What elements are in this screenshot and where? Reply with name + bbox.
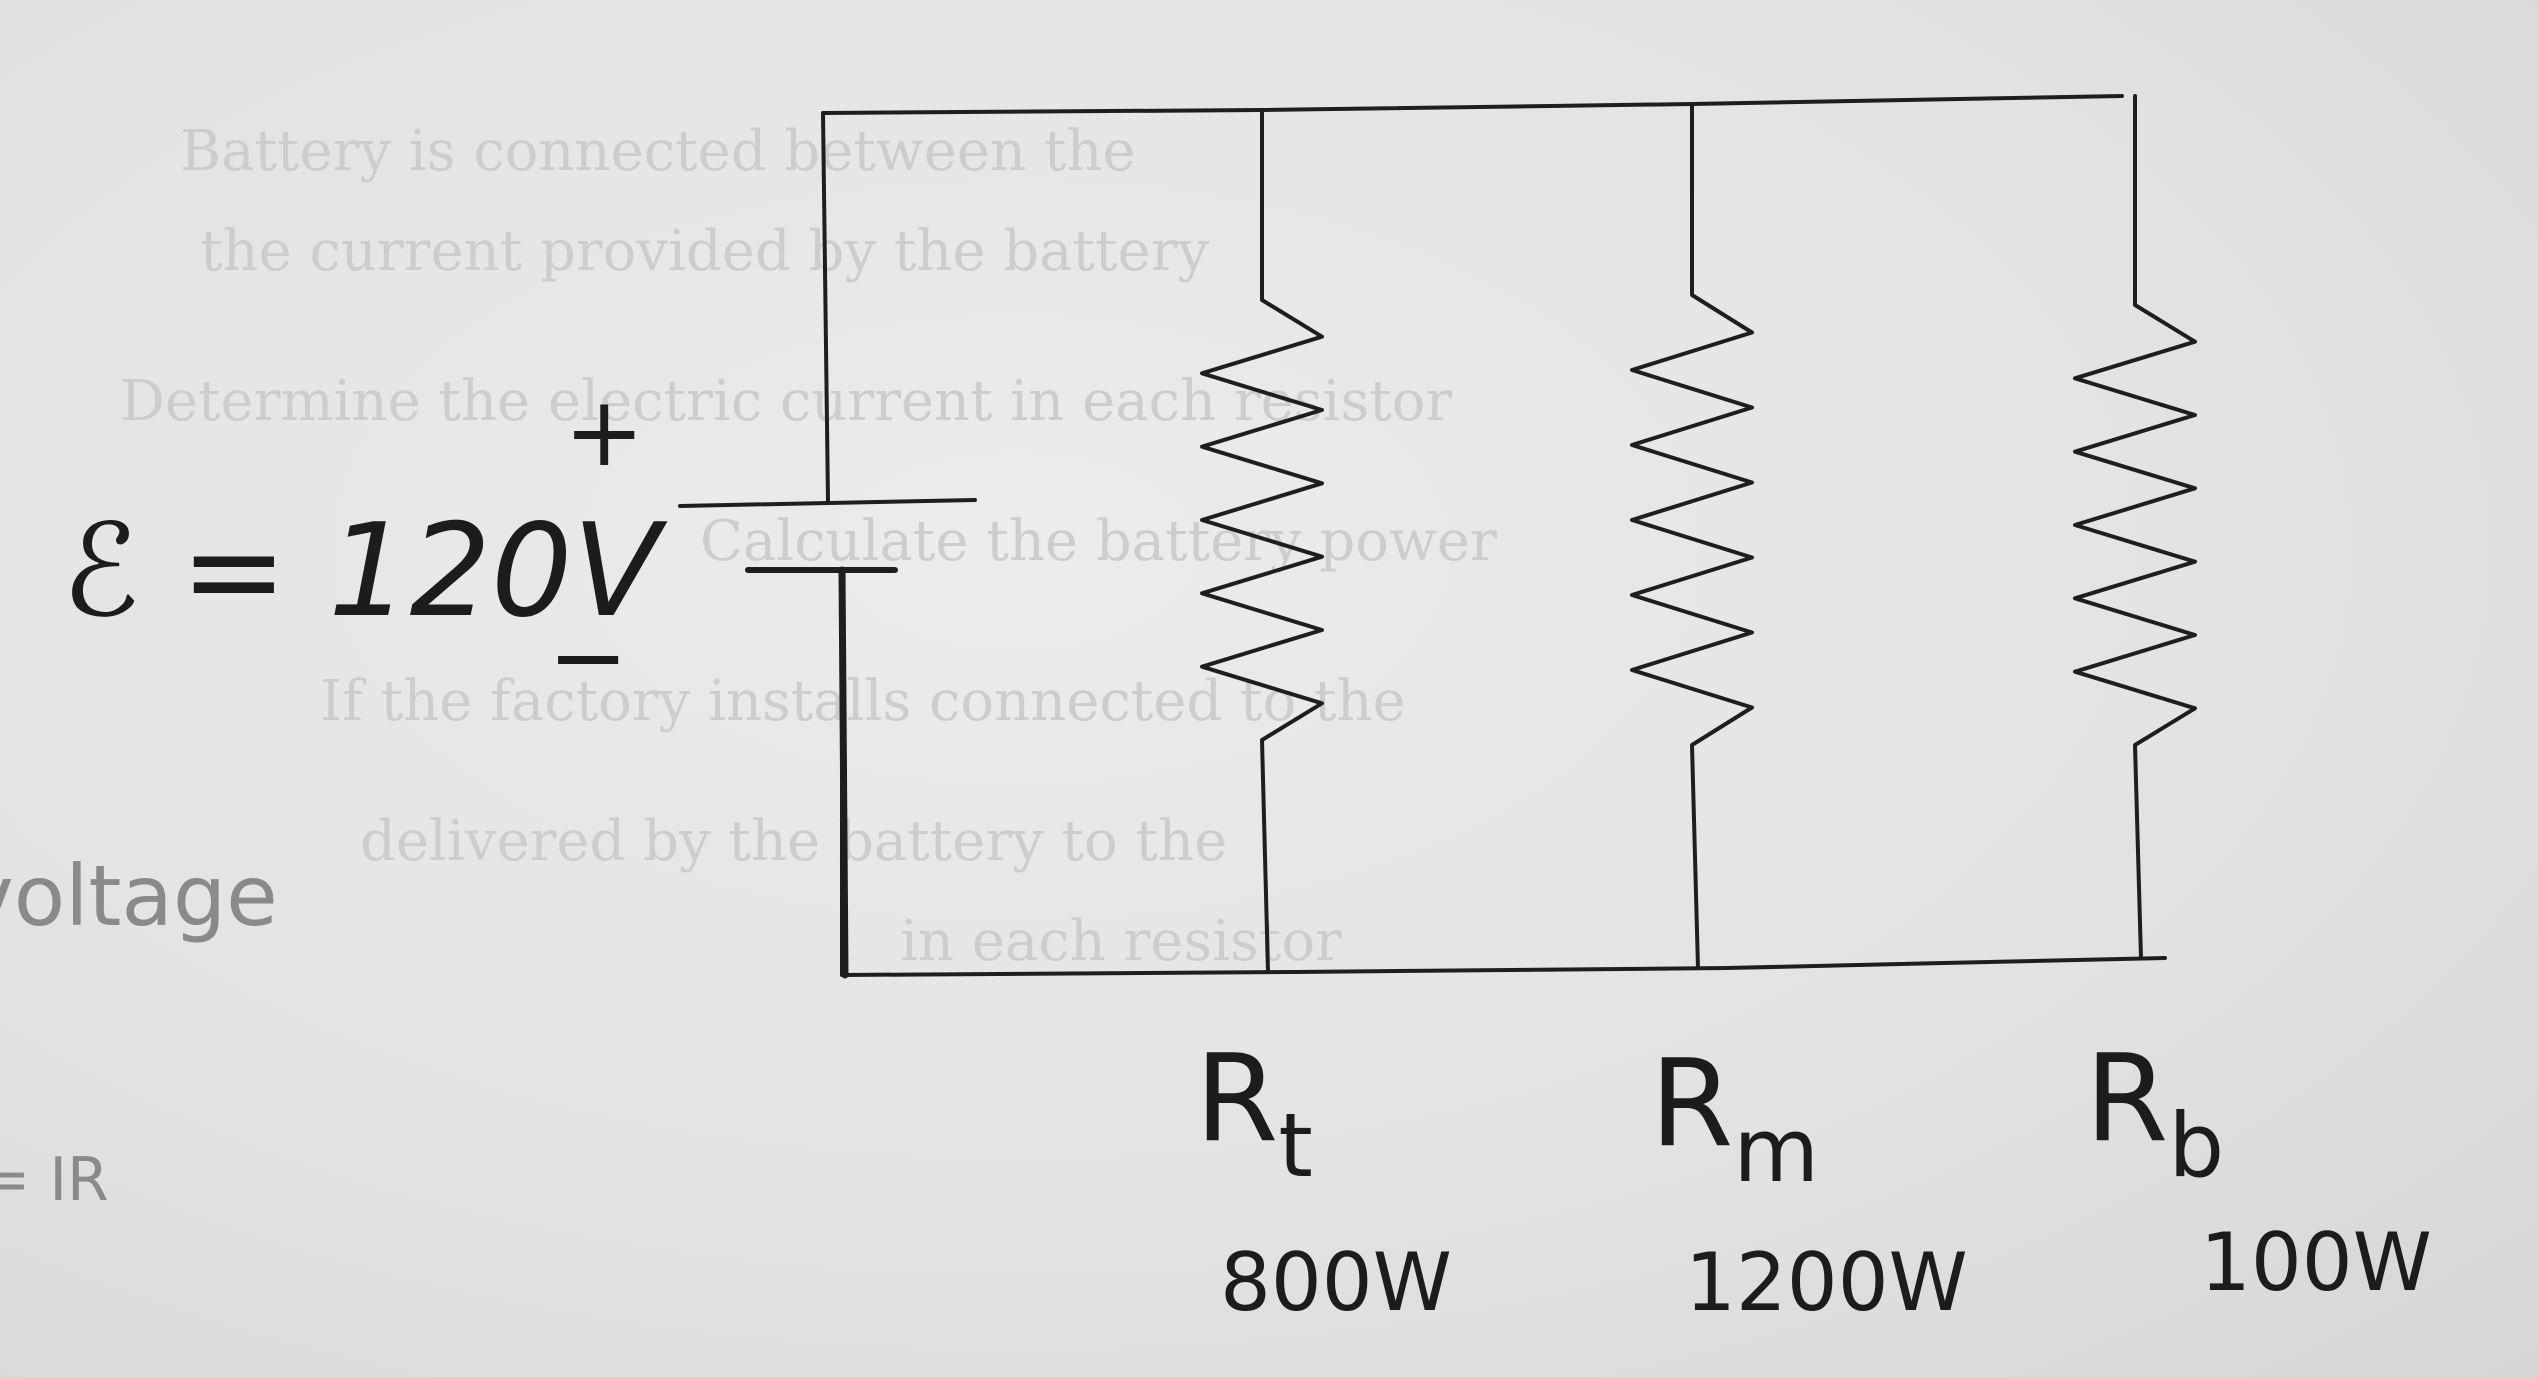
resistor-rb-symbol <box>2073 94 2197 960</box>
svg-text:If the factory installs connec: If the factory installs connected to the <box>320 669 1406 734</box>
resistor-rm-label: Rm <box>1650 1035 1819 1202</box>
positive-sign: + <box>564 376 644 488</box>
svg-text:in each resistor: in each resistor <box>900 909 1342 974</box>
resistor-rm-symbol <box>1630 102 1754 970</box>
margin-note-ohm: = IR <box>0 1145 109 1215</box>
resistor-rm-power: 1200W <box>1685 1236 1968 1329</box>
margin-note-voltage: voltage <box>0 847 278 945</box>
svg-text:Determine the electric current: Determine the electric current in each r… <box>120 369 1452 434</box>
emf-label: ℰ = 120V <box>62 497 667 646</box>
battery-positive-plate <box>678 498 977 508</box>
polarity-marks: + − <box>548 376 644 713</box>
svg-text:delivered by the battery to th: delivered by the battery to the <box>360 809 1227 874</box>
resistor-rb-power: 100W <box>2200 1216 2432 1309</box>
bleed-through-text: Battery is connected between the the cur… <box>120 119 1497 974</box>
resistor-rb-label: Rb <box>2085 1030 2224 1197</box>
resistor-rt-label: Rt <box>1195 1030 1313 1197</box>
negative-sign: − <box>548 601 628 713</box>
battery-symbol <box>678 498 977 979</box>
left-wire-top <box>821 111 830 504</box>
svg-text:Battery is connected between t: Battery is connected between the <box>180 119 1136 184</box>
resistor-branches <box>1200 94 2197 974</box>
bottom-wire <box>840 956 2167 977</box>
resistor-rt-power: 800W <box>1220 1236 1452 1329</box>
top-wire <box>821 94 2124 115</box>
svg-text:Calculate the battery power: Calculate the battery power <box>700 509 1497 574</box>
resistor-labels: Rt 800W Rm 1200W Rb 100W <box>1195 1030 2432 1329</box>
svg-text:the current provided by the ba: the current provided by the battery <box>200 219 1209 284</box>
resistor-rt-symbol <box>1200 108 1324 974</box>
